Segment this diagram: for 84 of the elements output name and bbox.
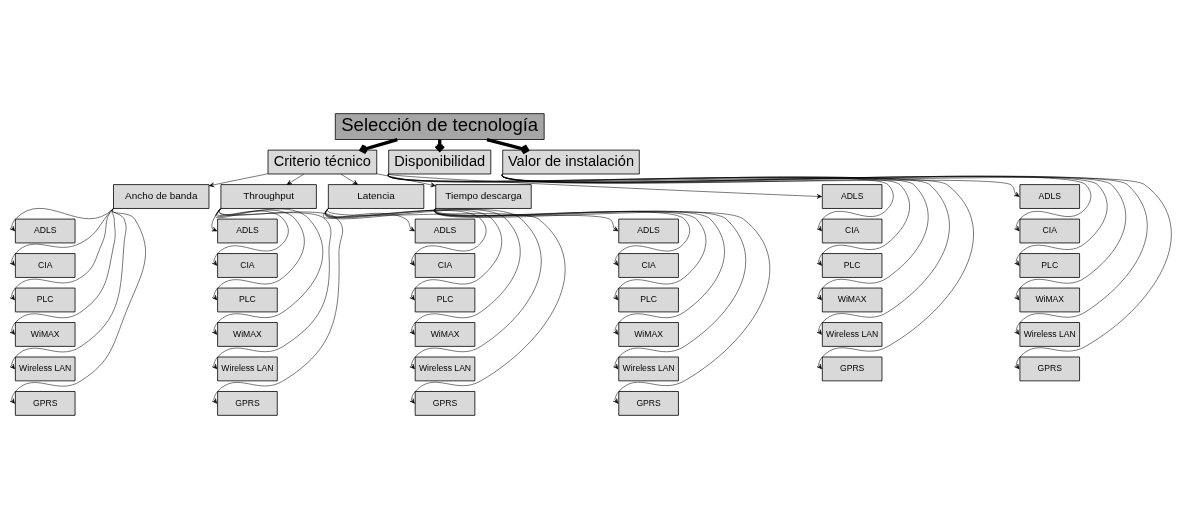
arrow: [388, 173, 894, 232]
arrow: [212, 208, 289, 266]
node-box: GPRS: [217, 391, 278, 416]
node-box: Throughput: [220, 184, 317, 209]
node-box: WiMAX: [217, 322, 278, 347]
node-box: Wireless LAN: [14, 356, 76, 382]
node-box: GPRS: [1019, 356, 1080, 382]
arrow: [388, 173, 910, 266]
node-box: CIA: [1019, 218, 1080, 244]
node-box: CIA: [821, 218, 883, 244]
arrow: [435, 208, 770, 404]
arrow: [9, 208, 114, 232]
arrow: [435, 208, 725, 335]
node-box: ADLS: [1019, 184, 1080, 209]
node-box: PLC: [821, 253, 883, 278]
arrow: [325, 208, 487, 266]
arrow: [209, 173, 269, 188]
node-box: Ancho de banda: [113, 184, 210, 209]
node-box: ADLS: [414, 218, 476, 244]
node-box: Wireless LAN: [821, 322, 883, 347]
arrow: [286, 173, 305, 185]
node-box: Tiempo descarga: [435, 184, 532, 209]
arrow: [328, 208, 566, 404]
arrow: [435, 208, 690, 266]
arrow: [9, 208, 114, 301]
arrow: [502, 173, 1127, 301]
arrow: [502, 173, 1020, 197]
arrow: [435, 208, 619, 232]
node-box: WiMAX: [821, 287, 883, 313]
arrow: [388, 173, 950, 335]
node-box: Latencia: [327, 184, 425, 209]
arrow: [324, 208, 542, 370]
arrow: [388, 173, 974, 370]
node-box: PLC: [618, 287, 679, 313]
arrow: [502, 173, 1172, 370]
arrow: [323, 208, 415, 232]
node-box: Disponibilidad: [388, 149, 492, 175]
arrow: [9, 208, 114, 266]
node-box: PLC: [414, 287, 476, 313]
node-box: PLC: [14, 287, 76, 313]
node-box: CIA: [14, 253, 76, 278]
node-box: PLC: [1019, 253, 1080, 278]
node-box: ADLS: [14, 218, 76, 244]
arrow: [435, 208, 707, 301]
arrow: [340, 173, 358, 185]
node-box: GPRS: [414, 391, 476, 416]
node-box: Selección de tecnología: [334, 113, 545, 140]
arrow: [325, 208, 521, 335]
node-box: GPRS: [14, 391, 76, 416]
arrow: [502, 173, 1148, 335]
node-box: Wireless LAN: [414, 356, 476, 382]
node-box: CIA: [414, 253, 476, 278]
arrow: [212, 208, 343, 404]
node-box: WiMAX: [1019, 287, 1080, 313]
arrow: [9, 208, 146, 404]
arrow: [435, 208, 746, 370]
node-box: Criterio técnico: [267, 149, 378, 175]
node-box: CIA: [618, 253, 679, 278]
node-box: WiMAX: [414, 322, 476, 347]
arrow: [212, 208, 332, 370]
arrow: [502, 173, 1108, 266]
node-box: GPRS: [821, 356, 883, 382]
node-box: Wireless LAN: [217, 356, 278, 382]
node-box: WiMAX: [618, 322, 679, 347]
node-box: Wireless LAN: [618, 356, 679, 382]
arrow: [212, 208, 324, 335]
node-box: Valor de instalación: [502, 149, 640, 175]
arrow: [9, 208, 127, 370]
node-box: GPRS: [618, 391, 679, 416]
node-box: WiMAX: [14, 322, 76, 347]
node-box: Wireless LAN: [1019, 322, 1080, 347]
node-box: ADLS: [618, 218, 679, 244]
arrow: [388, 173, 822, 199]
node-box: ADLS: [217, 218, 278, 244]
node-box: PLC: [217, 287, 278, 313]
node-box: CIA: [217, 253, 278, 278]
node-box: ADLS: [821, 184, 883, 209]
arrow: [388, 173, 929, 301]
arrow: [502, 173, 1092, 232]
arrow: [9, 208, 116, 335]
arrow: [325, 208, 502, 301]
arrow: [486, 137, 530, 155]
arrow: [212, 208, 305, 301]
arrow: [376, 173, 436, 188]
